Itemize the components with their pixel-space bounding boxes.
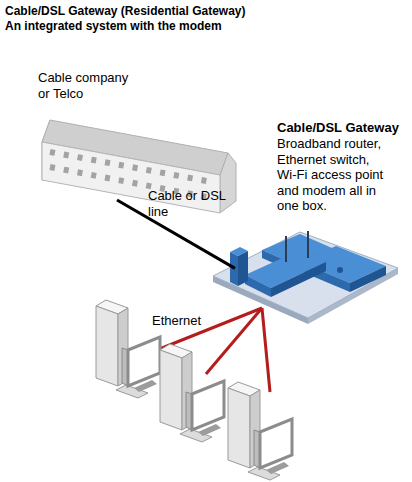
gateway-illustration [213,231,398,324]
computer [228,382,292,480]
computer [160,344,224,442]
text-label: An integrated system with the modem [5,19,405,35]
edge-label: Cable or DSL line [148,188,228,219]
diagram-title: Cable/DSL Gateway (Residential Gateway) [5,4,405,20]
node-heading: Cable company or Telco [38,70,133,101]
node-heading: Cable/DSL Gateway [277,120,402,136]
computer [96,300,160,398]
building-node: Cable company or Telco [36,68,236,200]
node-body: Broadband router, Ethernet switch, Wi-Fi… [277,136,387,214]
cable-line [117,200,235,268]
gateway-node: Cable/DSL GatewayBroadband router, Ether… [235,120,403,332]
text-label: Ethernet [152,313,232,329]
